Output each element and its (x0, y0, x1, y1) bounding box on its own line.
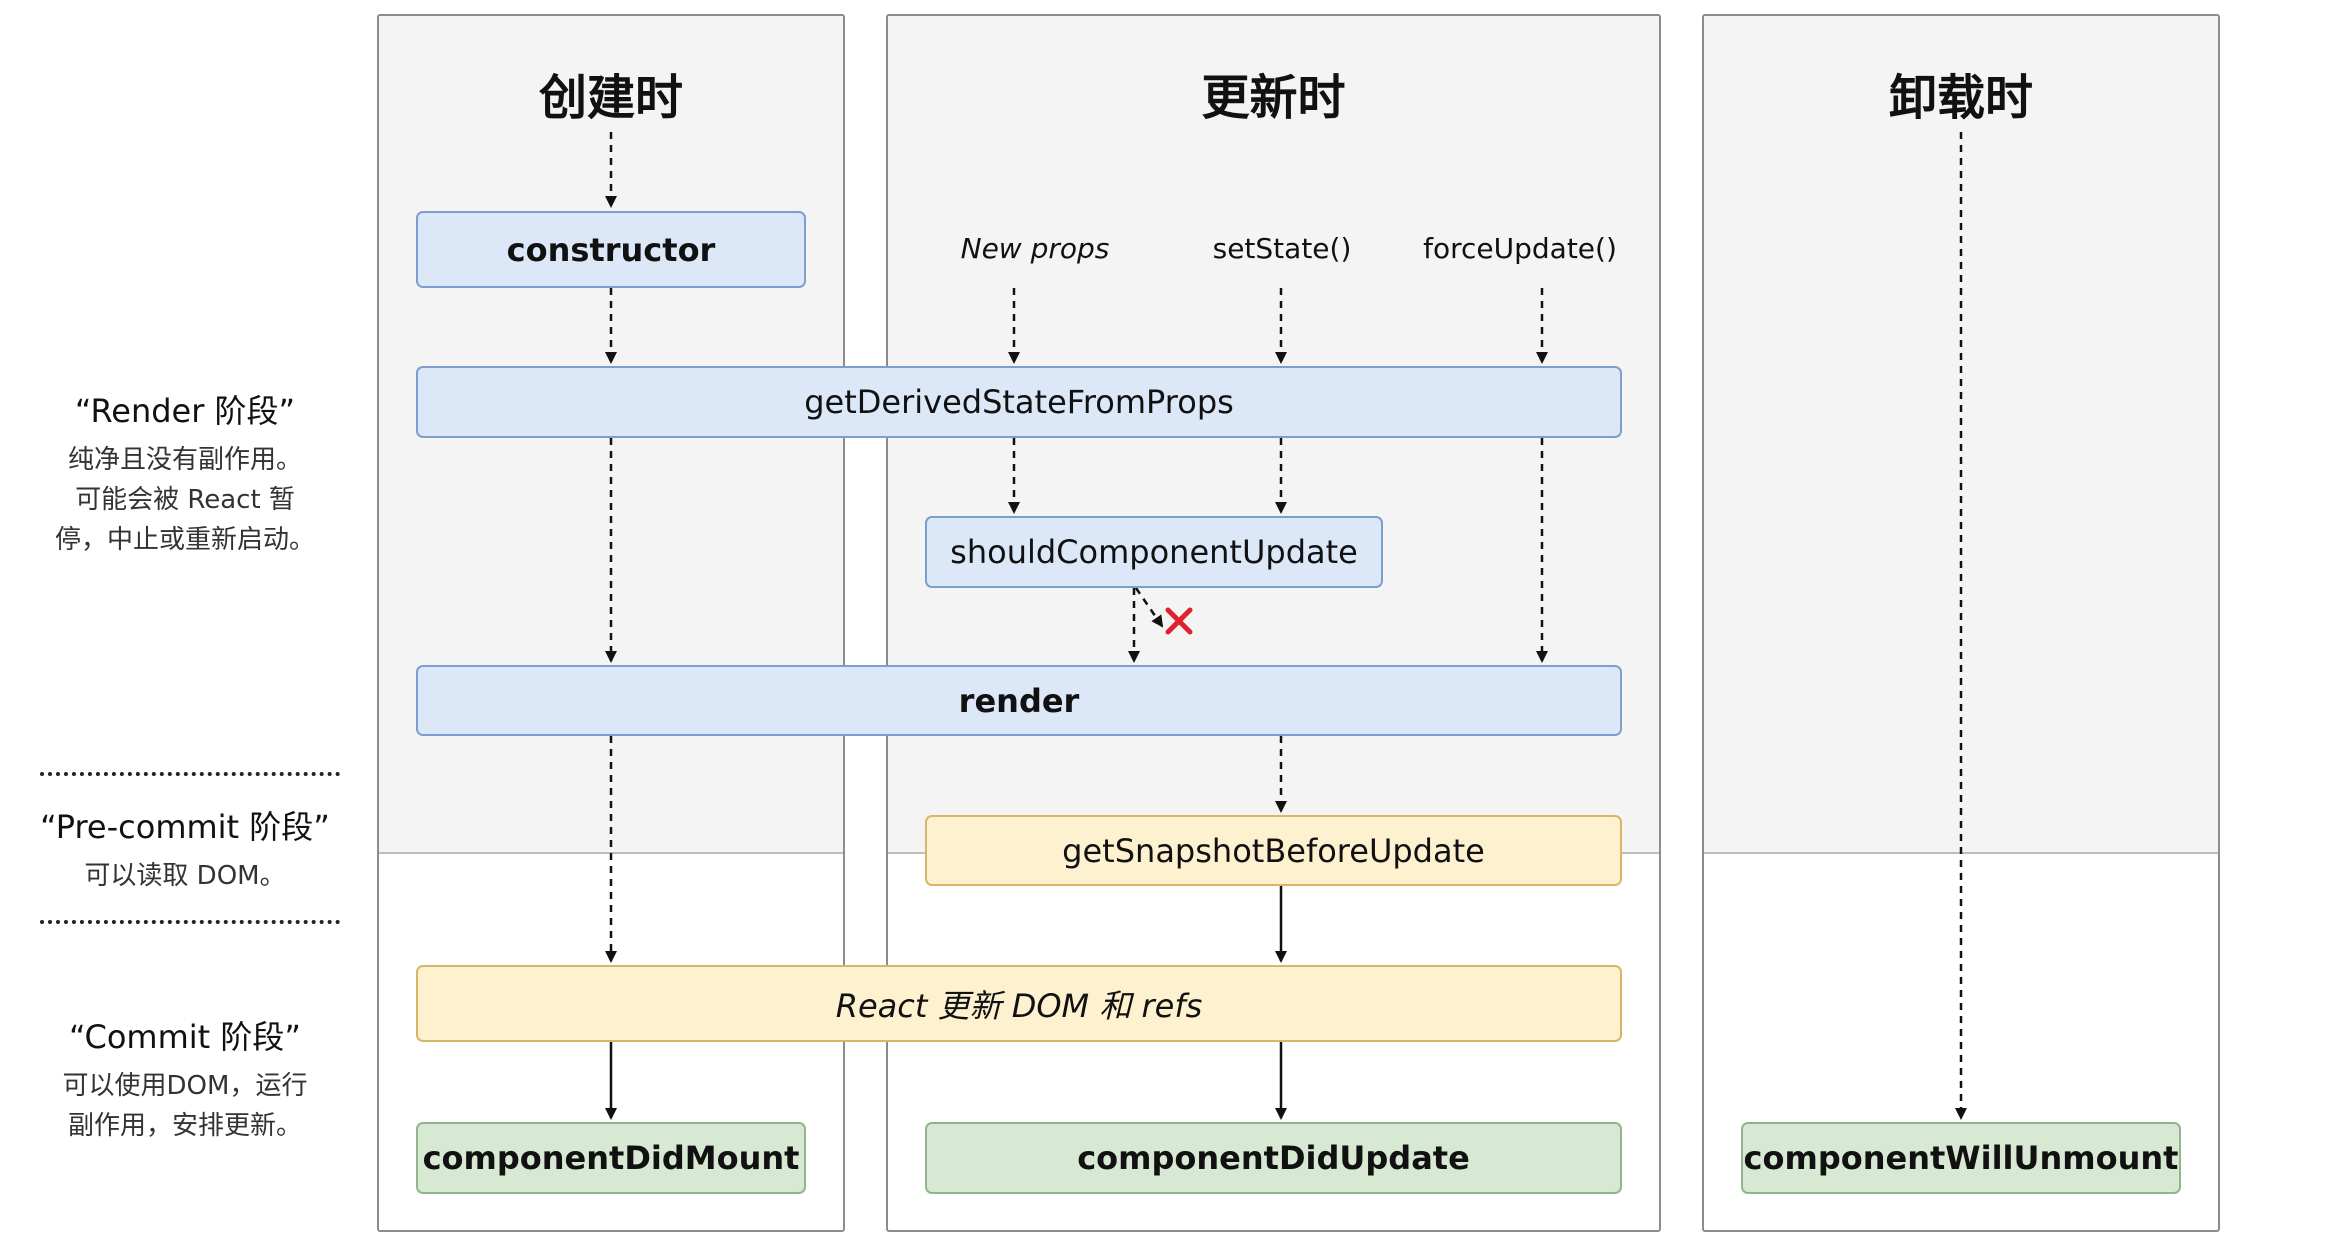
mount-column-title: 创建时 (538, 70, 683, 126)
get-snapshot-node: getSnapshotBeforeUpdate (925, 815, 1622, 886)
update-column-title: 更新时 (1201, 70, 1346, 126)
trigger-new-props: New props (960, 232, 1110, 265)
commit-phase-title: “Commit 阶段” (69, 1018, 301, 1056)
update-dom-node: React 更新 DOM 和 refs (416, 965, 1622, 1042)
precommit-phase-desc-line: 可以读取 DOM。 (84, 861, 286, 891)
component-did-update-node: componentDidUpdate (925, 1122, 1622, 1194)
cancel-x-icon (1165, 607, 1193, 635)
commit-phase-desc: 可以使用DOM，运行 副作用，安排更新。 (30, 1066, 340, 1146)
precommit-phase-desc: 可以读取 DOM。 (30, 856, 340, 896)
render-phase-desc-line: 纯净且没有副作用。 (67, 445, 302, 475)
should-component-update-node: shouldComponentUpdate (925, 516, 1383, 588)
render-phase-desc-line: 停，中止或重新启动。 (54, 525, 315, 555)
commit-phase-desc-line: 可以使用DOM，运行 (62, 1071, 308, 1101)
commit-phase-desc-line: 副作用，安排更新。 (67, 1111, 302, 1141)
render-phase-desc-line: 可能会被 React 暂 (75, 485, 295, 515)
render-phase-title: “Render 阶段” (74, 392, 296, 430)
precommit-phase-title: “Pre-commit 阶段” (40, 808, 330, 846)
trigger-force-update: forceUpdate() (1423, 232, 1617, 265)
unmount-column-title: 卸载时 (1888, 70, 2033, 126)
arrow-should-cancel (1134, 587, 1164, 628)
phase-divider (40, 772, 340, 776)
get-derived-state-node: getDerivedStateFromProps (416, 366, 1622, 438)
component-did-mount-node: componentDidMount (416, 1122, 806, 1194)
constructor-node: constructor (416, 211, 806, 288)
render-phase-desc: 纯净且没有副作用。 可能会被 React 暂 停，中止或重新启动。 (30, 440, 340, 560)
trigger-set-state: setState() (1212, 232, 1352, 265)
phase-divider (40, 920, 340, 924)
render-node: render (416, 665, 1622, 736)
component-will-unmount-node: componentWillUnmount (1741, 1122, 2181, 1194)
